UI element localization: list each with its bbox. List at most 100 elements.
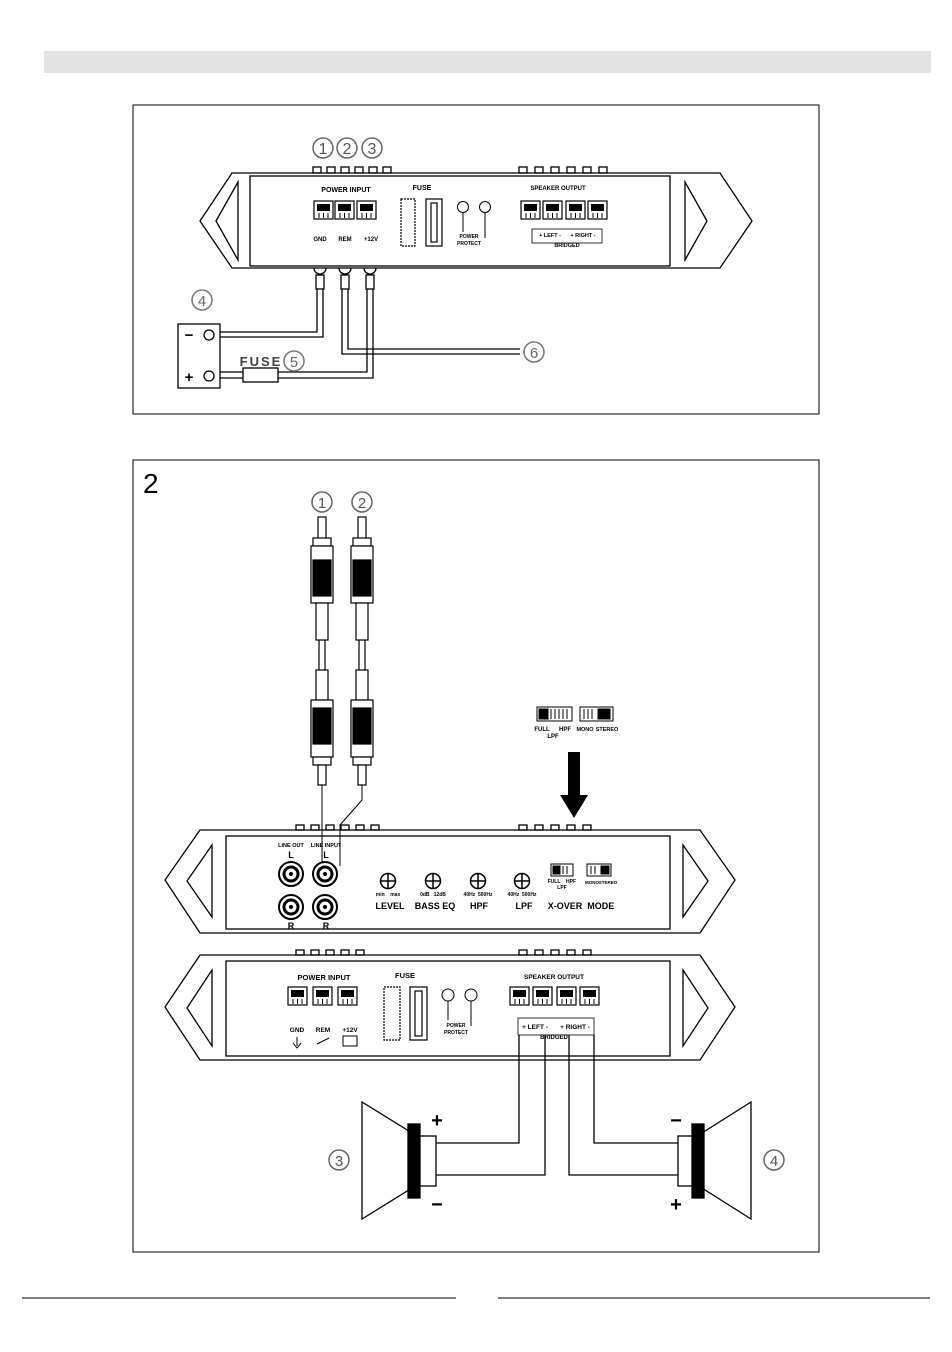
p2-callout-2: 2 <box>358 495 366 512</box>
p2-spk-terminal-1 <box>509 986 530 1006</box>
p1-12v-label: +12V <box>364 237 378 243</box>
callout-2: 2 <box>343 141 352 158</box>
level-range: min max <box>376 892 401 898</box>
p1-right-label: + RIGHT - <box>570 233 595 239</box>
left-speaker <box>361 1100 437 1221</box>
p2-speaker-output-label: SPEAKER OUTPUT <box>524 974 584 981</box>
hpf-range: 40Hz 500Hz <box>464 892 493 898</box>
p1-protect-led <box>479 201 491 213</box>
switch-hpf-label: HPF <box>559 727 571 733</box>
p2-hpf-label: HPF <box>566 879 576 885</box>
p1-power-led <box>457 201 469 213</box>
panel-2-number: 2 <box>143 468 159 499</box>
callout-3: 3 <box>368 141 377 158</box>
p1-inline-fuse <box>242 367 279 383</box>
line-out-label: LINE OUT <box>278 843 304 849</box>
hpf-label: HPF <box>470 901 489 911</box>
p1-bridged-label: BRIDGED <box>554 243 579 249</box>
p2-power-led <box>441 988 455 1002</box>
p1-bridged-bracket <box>531 228 603 244</box>
callout-4-circle <box>191 289 213 311</box>
line-out-r-label: R <box>288 921 295 931</box>
switch-mono-label: MONO <box>576 727 594 733</box>
callout-4: 4 <box>198 293 206 310</box>
p2-left-label: + LEFT - <box>522 1024 548 1031</box>
left-speaker-minus: − <box>431 1194 443 1216</box>
p1-power-label: POWER <box>460 234 479 240</box>
line-in-r-label: R <box>323 921 330 931</box>
line-in-l-jack <box>311 860 339 888</box>
rca-cable-2 <box>350 491 374 786</box>
line-out-l-label: L <box>288 850 294 860</box>
p1-fuse-holder <box>400 198 443 247</box>
hpf-knob <box>469 872 487 890</box>
ground-icon <box>292 1037 302 1049</box>
callout-5: 5 <box>290 354 298 371</box>
p2-callout-3-circle <box>328 1149 350 1171</box>
level-label: LEVEL <box>375 901 405 911</box>
p1-speaker-output-label: SPEAKER OUTPUT <box>530 186 586 192</box>
bass-eq-knob <box>424 872 442 890</box>
switch-full-label: FULL <box>534 727 550 733</box>
p2-protect-led <box>464 988 478 1002</box>
p2-gnd-label: GND <box>290 1027 305 1034</box>
p2-bridged-label: BRIDGED <box>540 1035 568 1041</box>
lpf-range: 40Hz 500Hz <box>508 892 537 898</box>
callout-6: 6 <box>530 345 538 362</box>
p2-rem-terminal <box>312 986 333 1006</box>
right-speaker-minus: − <box>670 1110 682 1132</box>
left-speaker-plus: + <box>431 1110 443 1132</box>
p1-fuse-label: FUSE <box>413 185 432 192</box>
p2-spk-terminal-3 <box>556 986 577 1006</box>
line-input-label: LINE INPUT <box>311 843 342 849</box>
xover-mode-label: X-OVER MODE <box>548 901 615 911</box>
line-out-l-jack <box>277 860 305 888</box>
p2-rem-label: REM <box>316 1027 330 1034</box>
lpf-label: LPF <box>516 901 534 911</box>
p2-mono-label: MONO <box>585 880 599 885</box>
p2-power-label: POWER <box>447 1023 466 1029</box>
header-bar <box>44 51 931 73</box>
p1-protect-label: PROTECT <box>457 241 481 247</box>
callout-1: 1 <box>319 141 328 158</box>
line-in-l-label: L <box>323 850 329 860</box>
panel-1-frame <box>132 104 820 415</box>
p1-12v-terminal <box>356 200 377 220</box>
right-speaker <box>677 1100 752 1221</box>
p1-spk-terminal-3 <box>565 200 586 220</box>
p2-bridged-bracket <box>517 1017 595 1036</box>
p2-amplifier-front <box>164 824 736 934</box>
p2-protect-label: PROTECT <box>444 1030 468 1036</box>
p1-spk-terminal-2 <box>542 200 563 220</box>
p1-spk-terminal-1 <box>520 200 541 220</box>
p1-spk-terminal-4 <box>587 200 608 220</box>
down-arrow-icon <box>560 752 588 818</box>
p2-12v-label: +12V <box>342 1027 358 1034</box>
p2-callout-4-circle <box>763 1149 785 1171</box>
rca-wire-2 <box>339 785 363 866</box>
bass-eq-label: BASS EQ <box>415 901 456 911</box>
callout-5-circle <box>283 350 305 372</box>
p2-gnd-terminal <box>287 986 308 1006</box>
p1-fuse-inline-label: FUSE <box>240 354 283 369</box>
p2-spk-terminal-4 <box>579 986 600 1006</box>
p2-12v-terminal <box>337 986 358 1006</box>
p2-lpf-label: LPF <box>557 885 566 891</box>
p2-amplifier-rear <box>164 949 736 1061</box>
p1-left-label: + LEFT - <box>539 233 561 239</box>
panel1-amplifier <box>199 166 753 269</box>
p1-rem-terminal <box>334 200 355 220</box>
power-plus-icon <box>342 1035 358 1047</box>
p1-rem-label: REM <box>338 237 351 243</box>
callout-6-circle <box>523 341 545 363</box>
p2-callout-4: 4 <box>770 1153 778 1170</box>
line-out-r-jack <box>277 893 305 921</box>
p2-fuse-label: FUSE <box>395 971 415 980</box>
p2-spk-terminal-2 <box>532 986 553 1006</box>
panel-2-frame <box>132 459 820 1253</box>
p2-xover-switch <box>550 863 612 877</box>
p1-power-input-label: POWER INPUT <box>321 187 371 194</box>
battery-minus: − <box>185 327 194 344</box>
panel1-callouts-123 <box>312 137 383 159</box>
